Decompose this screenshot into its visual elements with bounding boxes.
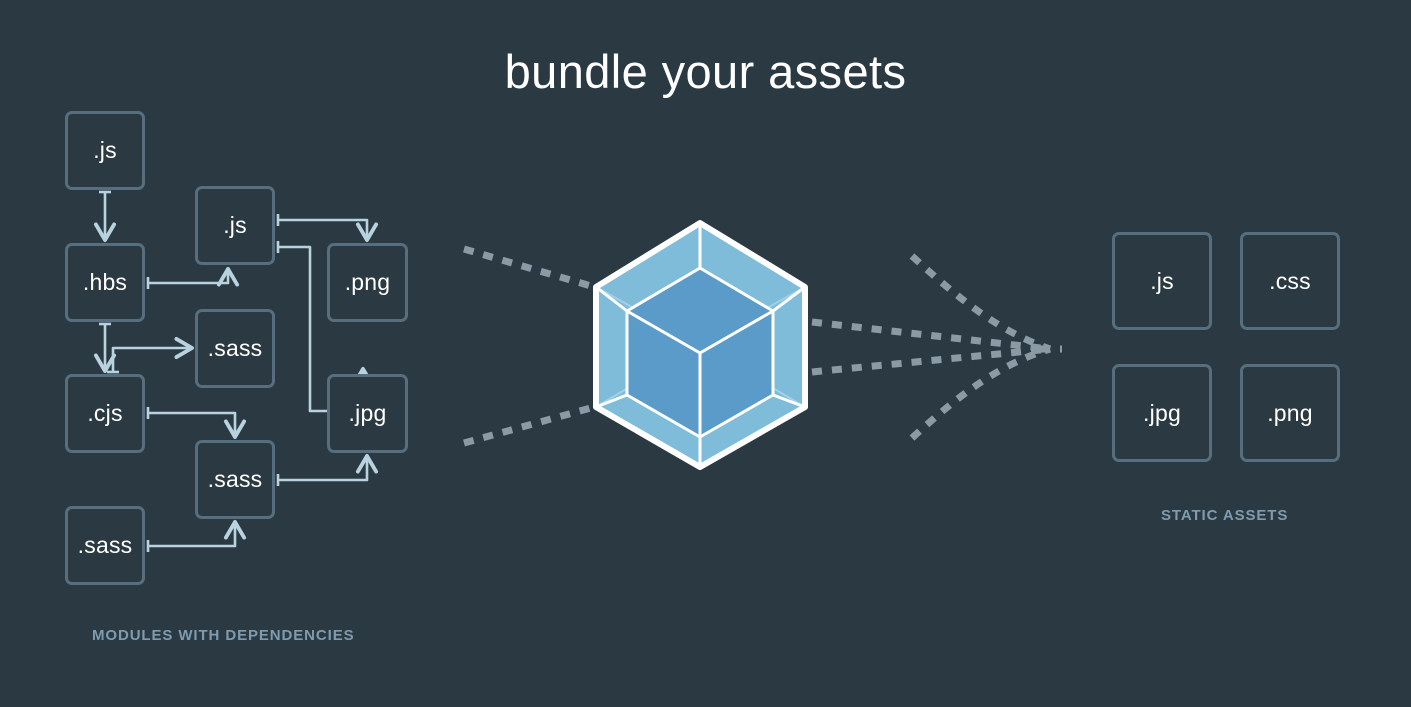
asset-box-out-css: .css <box>1240 232 1340 330</box>
wire-sasslow-sassmid <box>148 520 247 548</box>
asset-box-out-png: .png <box>1240 364 1340 462</box>
module-box-label: .hbs <box>82 269 128 295</box>
module-box-sass-up: .sass <box>195 309 275 388</box>
module-box-label: .js <box>223 212 247 238</box>
module-box-label: .cjs <box>87 400 123 426</box>
wire-hbs-jsmid <box>148 267 240 287</box>
asset-box-label: .js <box>1150 267 1174 294</box>
wire-cjs-sassmid <box>148 411 247 439</box>
module-box-label: .sass <box>207 335 263 361</box>
module-box-cjs: .cjs <box>65 374 145 453</box>
wire-jsmid-png <box>278 218 379 242</box>
module-box-label: .sass <box>207 466 263 492</box>
static-assets-caption: STATIC ASSETS <box>1161 507 1289 524</box>
module-box-label: .js <box>93 137 117 163</box>
asset-box-out-jpg: .jpg <box>1112 364 1212 462</box>
flow-in-bottom <box>463 402 599 447</box>
module-box-js-top: .js <box>65 111 145 190</box>
module-box-sass-low: .sass <box>65 506 145 585</box>
module-box-label: .jpg <box>348 400 387 426</box>
module-box-jpg: .jpg <box>327 374 408 453</box>
modules-caption: MODULES WITH DEPENDENCIES <box>92 627 355 644</box>
module-box-label: .png <box>344 269 391 295</box>
page-title: bundle your assets <box>504 45 907 98</box>
wire-cjs-sassup <box>111 336 194 372</box>
flow-in-top <box>463 245 599 292</box>
module-box-sass-mid: .sass <box>195 440 275 519</box>
asset-box-label: .jpg <box>1143 399 1181 426</box>
flow-out-upper-curve <box>909 253 1052 353</box>
wire-sassmid-jpg <box>278 454 379 482</box>
flow-out-lower-curve <box>909 345 1052 441</box>
module-box-hbs: .hbs <box>65 243 145 322</box>
module-box-label: .sass <box>77 532 133 558</box>
asset-box-out-js: .js <box>1112 232 1212 330</box>
module-box-js-mid: .js <box>195 186 275 265</box>
module-box-png: .png <box>327 243 408 322</box>
asset-box-label: .png <box>1267 399 1313 426</box>
asset-box-label: .css <box>1269 267 1311 294</box>
